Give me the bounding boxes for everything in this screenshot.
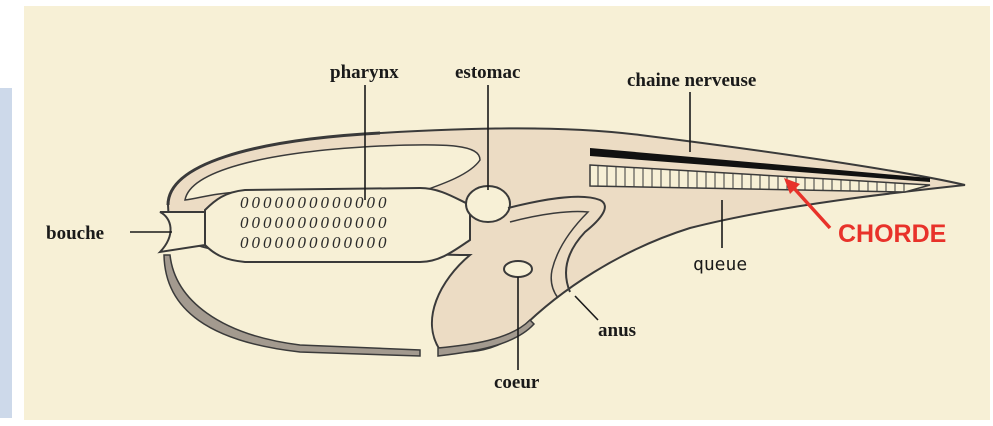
label-coeur: coeur xyxy=(494,372,540,393)
label-pharynx: pharynx xyxy=(330,62,399,83)
gill-row-2: 0000000000000 xyxy=(240,213,390,232)
label-anus: anus xyxy=(598,320,636,341)
gill-row-3: 0000000000000 xyxy=(240,233,390,252)
heart xyxy=(504,261,532,277)
label-queue: queue xyxy=(693,254,747,275)
stomach xyxy=(466,186,510,222)
left-blue-strip xyxy=(0,88,12,418)
label-chaine-nerveuse: chaine nerveuse xyxy=(627,70,756,91)
label-chorde: CHORDE xyxy=(838,220,946,248)
gill-row-1: 0000000000000 xyxy=(240,193,390,212)
label-bouche: bouche xyxy=(46,223,104,244)
label-estomac: estomac xyxy=(455,62,520,83)
